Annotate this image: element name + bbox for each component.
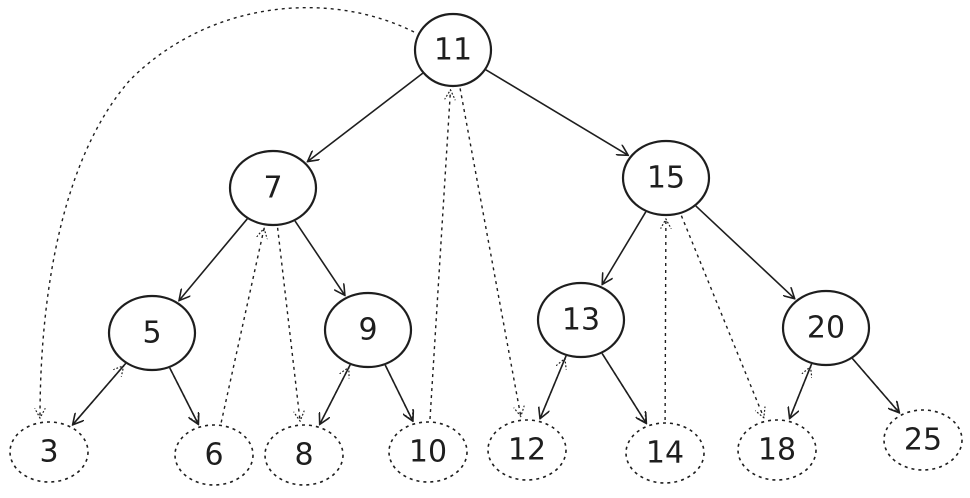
node-label: 5 xyxy=(142,316,161,351)
child-edge-11-to-7 xyxy=(308,72,424,161)
node-circle xyxy=(883,409,963,471)
tree-node-7: 7 xyxy=(228,149,318,227)
node-label: 20 xyxy=(807,311,845,346)
tree-node-10: 10 xyxy=(388,421,468,483)
tree-node-5: 5 xyxy=(107,294,197,372)
node-label: 11 xyxy=(434,33,472,68)
node-circle xyxy=(781,289,871,367)
thread-arrow-9-to-10 xyxy=(385,366,412,421)
thread-arrow-10-to-11 xyxy=(429,90,451,420)
node-circle xyxy=(536,281,626,359)
node-circle xyxy=(388,421,468,483)
node-circle xyxy=(9,421,89,483)
child-edge-11-to-15 xyxy=(485,69,628,156)
edges-layer xyxy=(73,69,900,425)
node-label: 10 xyxy=(409,435,447,470)
tree-node-11: 11 xyxy=(413,12,493,88)
thread-arrow-3-to-5 xyxy=(72,366,124,426)
node-label: 15 xyxy=(647,161,685,196)
thread-arrow-18-to-20 xyxy=(788,367,811,419)
node-circle xyxy=(487,419,567,481)
child-edge-15-to-13 xyxy=(602,211,647,285)
tree-node-14: 14 xyxy=(625,422,705,484)
child-edge-7-to-9 xyxy=(294,220,345,296)
node-circle xyxy=(107,294,197,372)
node-label: 14 xyxy=(646,436,684,471)
node-label: 18 xyxy=(758,433,796,468)
node-circle xyxy=(625,422,705,484)
node-circle xyxy=(228,149,318,227)
node-label: 3 xyxy=(39,435,58,470)
threads-layer xyxy=(40,6,899,426)
child-edge-5-to-3 xyxy=(73,362,127,424)
node-label: 25 xyxy=(904,423,942,458)
thread-arrow-11-to-12 xyxy=(459,88,521,416)
node-label: 6 xyxy=(204,438,223,473)
child-edge-15-to-20 xyxy=(695,205,795,299)
thread-arrow-20-to-25 xyxy=(853,359,899,412)
node-label: 7 xyxy=(263,171,282,206)
node-circle xyxy=(413,12,493,88)
node-circle xyxy=(264,424,344,486)
tree-node-13: 13 xyxy=(536,281,626,359)
thread-arrow-15-to-18 xyxy=(680,215,763,418)
tree-node-3: 3 xyxy=(9,421,89,483)
node-circle xyxy=(323,291,413,369)
node-circle xyxy=(174,424,254,486)
tree-node-6: 6 xyxy=(174,424,254,486)
thread-arrow-6-to-7 xyxy=(220,228,264,423)
node-label: 13 xyxy=(562,303,600,338)
tree-node-15: 15 xyxy=(621,139,711,217)
node-label: 8 xyxy=(294,438,313,473)
node-circle xyxy=(737,419,817,481)
tree-node-9: 9 xyxy=(323,291,413,369)
tree-node-12: 12 xyxy=(487,419,567,481)
thread-arrow-14-to-15 xyxy=(665,219,666,421)
tree-node-8: 8 xyxy=(264,424,344,486)
child-edge-7-to-5 xyxy=(179,218,248,301)
thread-arrow-5-to-6 xyxy=(169,369,198,424)
tree-node-18: 18 xyxy=(737,419,817,481)
node-circle xyxy=(621,139,711,217)
thread-arrow-7-to-8 xyxy=(276,227,301,421)
nodes-layer: 11 7 15 5 9 13 20 3 6 8 10 12 14 18 25 xyxy=(9,12,963,486)
node-label: 9 xyxy=(358,313,377,348)
child-edge-13-to-14 xyxy=(601,352,646,423)
tree-node-25: 25 xyxy=(883,409,963,471)
tree-node-20: 20 xyxy=(781,289,871,367)
node-label: 12 xyxy=(508,433,546,468)
